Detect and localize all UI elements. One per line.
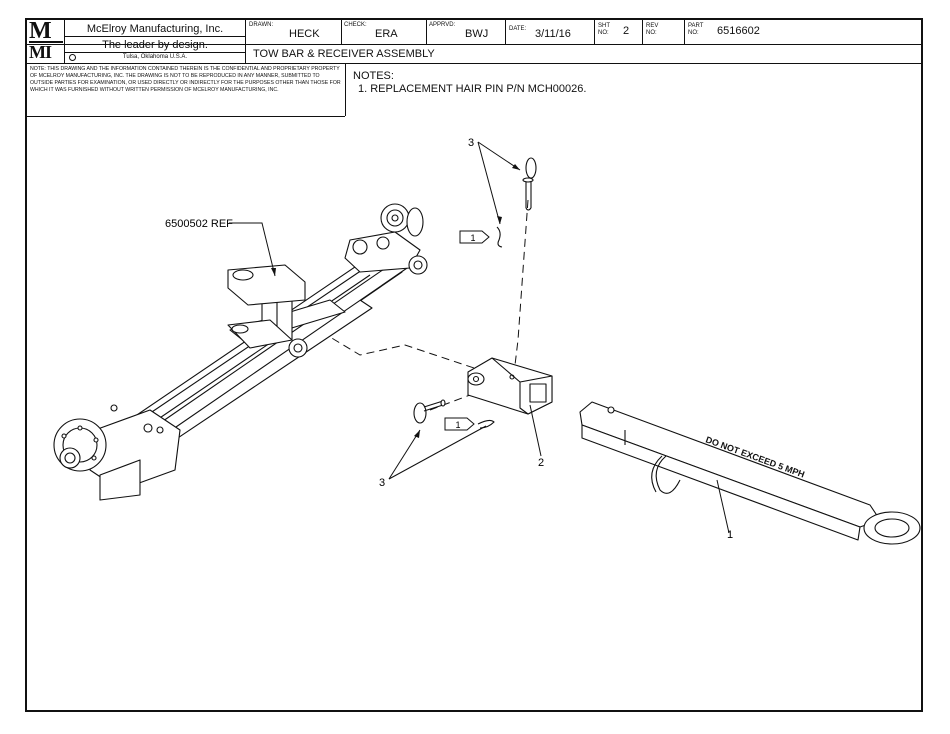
note-box-bottom xyxy=(27,116,345,117)
company-name: McElroy Manufacturing, Inc. xyxy=(86,23,224,35)
cell-divider-part xyxy=(684,20,685,44)
callout-item3-bottom: 3 xyxy=(379,477,385,489)
rev-label: REV No: xyxy=(646,23,659,36)
cell-divider-sht xyxy=(594,20,595,44)
leader-lines xyxy=(229,141,730,534)
sht-value: 2 xyxy=(623,25,630,37)
callout-item1: 1 xyxy=(727,529,733,541)
company-tagline: The leader by design. xyxy=(102,39,208,51)
check-value: ERA xyxy=(375,28,398,40)
company-divider-2 xyxy=(65,52,245,53)
apprvd-label: APPRVD: xyxy=(429,22,456,28)
flag-top-label: 1 xyxy=(470,233,475,243)
title-bottom-divider xyxy=(27,63,921,64)
check-label: CHECK: xyxy=(344,22,367,28)
callout-item3-top: 3 xyxy=(468,137,474,149)
flag-bottom-label: 1 xyxy=(455,420,460,430)
receiver-tube xyxy=(467,357,553,415)
logo-divider xyxy=(64,20,65,63)
note-item-1: 1. REPLACEMENT HAIR PIN P/N MCH00026. xyxy=(358,83,587,95)
drawn-label: DRAWN: xyxy=(249,22,274,28)
axle-assembly xyxy=(53,203,428,501)
company-divider-1 xyxy=(65,36,245,37)
flag-callout-bottom: 1 xyxy=(444,417,475,431)
cell-divider-date xyxy=(505,20,506,44)
apprvd-value: BWJ xyxy=(465,28,489,40)
sht-label: SHT No: xyxy=(598,23,610,36)
drawn-value: HECK xyxy=(289,28,320,40)
flag-callout-top: 1 xyxy=(459,230,490,244)
company-divider-right xyxy=(245,20,246,63)
drawing-sheet: M MI McElroy Manufacturing, Inc. The lea… xyxy=(25,18,923,712)
callout-item2: 2 xyxy=(538,457,544,469)
cell-divider-apprvd xyxy=(426,20,427,44)
title-row-divider xyxy=(27,44,921,45)
date-value: 3/11/16 xyxy=(535,28,571,40)
drawing-title: TOW BAR & RECEIVER ASSEMBLY xyxy=(253,48,435,60)
cell-divider-rev xyxy=(642,20,643,44)
confidential-note: NOTE: THIS DRAWING AND THE INFORMATION C… xyxy=(30,66,341,93)
tow-bar: DO NOT EXCEED 5 MPH xyxy=(579,401,921,545)
notes-heading: NOTES: xyxy=(353,70,394,82)
mmi-logo: M MI xyxy=(29,18,63,62)
logo-top: M xyxy=(29,18,52,44)
registered-mark-icon xyxy=(69,54,76,61)
logo-bottom: MI xyxy=(29,42,52,62)
company-block: McElroy Manufacturing, Inc. The leader b… xyxy=(65,20,245,63)
cell-divider-check xyxy=(341,20,342,44)
part-value: 6516602 xyxy=(717,25,760,37)
date-label: DATE: xyxy=(509,26,527,32)
leader-arrowheads xyxy=(271,164,520,438)
callout-ref: 6500502 REF xyxy=(165,218,233,230)
note-box-right xyxy=(345,63,346,116)
logo-rule xyxy=(29,41,63,43)
hitch-pins xyxy=(413,157,537,429)
company-location: Tulsa, Oklahoma U.S.A. xyxy=(122,54,188,60)
part-label: PART No: xyxy=(688,23,704,36)
